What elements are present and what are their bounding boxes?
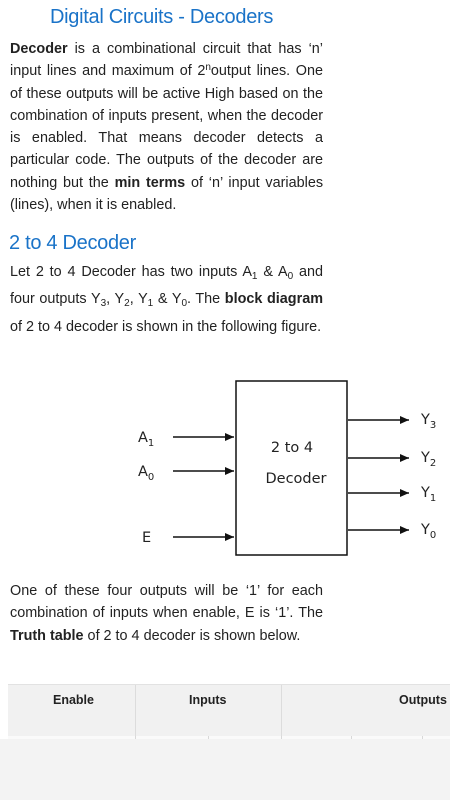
section-text-5: , Y <box>129 291 148 308</box>
section-paragraph: Let 2 to 4 Decoder has two inputs A1 & A… <box>10 259 323 341</box>
page-title: Digital Circuits - Decoders <box>50 6 274 28</box>
output-label-y1: Y1 <box>420 485 436 504</box>
truth-table-intro: One of these four outputs will be ‘1’ fo… <box>10 580 323 647</box>
section-text-6: & Y <box>153 291 182 308</box>
header-divider <box>135 685 136 737</box>
section-sub-y1: 1 <box>147 298 154 310</box>
intro-min-terms: min terms <box>114 174 186 191</box>
section-text-2: & A <box>257 264 288 280</box>
intro-text-2: output lines. One of these outputs will … <box>10 63 323 191</box>
section-sub-y2: 2 <box>124 298 130 310</box>
bottom-bar <box>0 739 450 800</box>
section-text-4: , Y <box>106 291 125 308</box>
section-text-8: of 2 to 4 decoder is shown in the follow… <box>10 318 322 335</box>
header-enable: Enable <box>53 693 94 707</box>
decoder-block <box>235 380 348 556</box>
block-label-line2: Decoder <box>265 471 326 487</box>
truth-table-term: Truth table <box>10 627 84 644</box>
decoder-block-diagram: 2 to 4 Decoder A1 A0 E Y3 Y2 Y1 Y0 <box>138 380 436 556</box>
intro-lead-term: Decoder <box>10 41 68 57</box>
header-divider <box>281 685 282 737</box>
truth-table-header: Enable Inputs Outputs <box>8 684 450 737</box>
truth-intro-text-1: One of these four outputs will be ‘1’ fo… <box>10 583 323 622</box>
truth-intro-text-2: of 2 to 4 decoder is shown below. <box>83 627 301 644</box>
section-sub-a1: 1 <box>251 271 258 282</box>
section-text-1: Let 2 to 4 Decoder has two inputs A <box>10 264 252 280</box>
section-title: 2 to 4 Decoder <box>9 232 136 254</box>
section-text-3: and four outputs Y <box>10 264 323 308</box>
output-label-y0: Y0 <box>420 522 436 541</box>
output-label-y3: Y3 <box>420 412 436 431</box>
input-label-e: E <box>142 530 151 546</box>
header-inputs: Inputs <box>189 693 227 707</box>
section-sub-y3: 3 <box>100 298 107 310</box>
intro-paragraph: Decoder is a combinational circuit that … <box>10 38 323 216</box>
intro-superscript: n <box>205 62 211 74</box>
section-sub-a0: 0 <box>287 271 294 282</box>
truth-table-row <box>8 736 450 739</box>
section-text-7: . The <box>187 291 225 308</box>
header-outputs: Outputs <box>399 693 447 707</box>
input-label-a1: A1 <box>138 430 154 449</box>
section-sub-y0: 0 <box>181 298 187 310</box>
section-block-diagram-term: block diagram <box>224 291 323 308</box>
block-label-line1: 2 to 4 <box>271 440 313 456</box>
intro-text-1: is a combinational circuit that has ‘n’ … <box>10 41 323 80</box>
intro-text-3: of ‘n’ input variables (lines), when it … <box>10 174 324 214</box>
output-label-y2: Y2 <box>420 450 436 469</box>
input-label-a0: A0 <box>138 464 154 483</box>
